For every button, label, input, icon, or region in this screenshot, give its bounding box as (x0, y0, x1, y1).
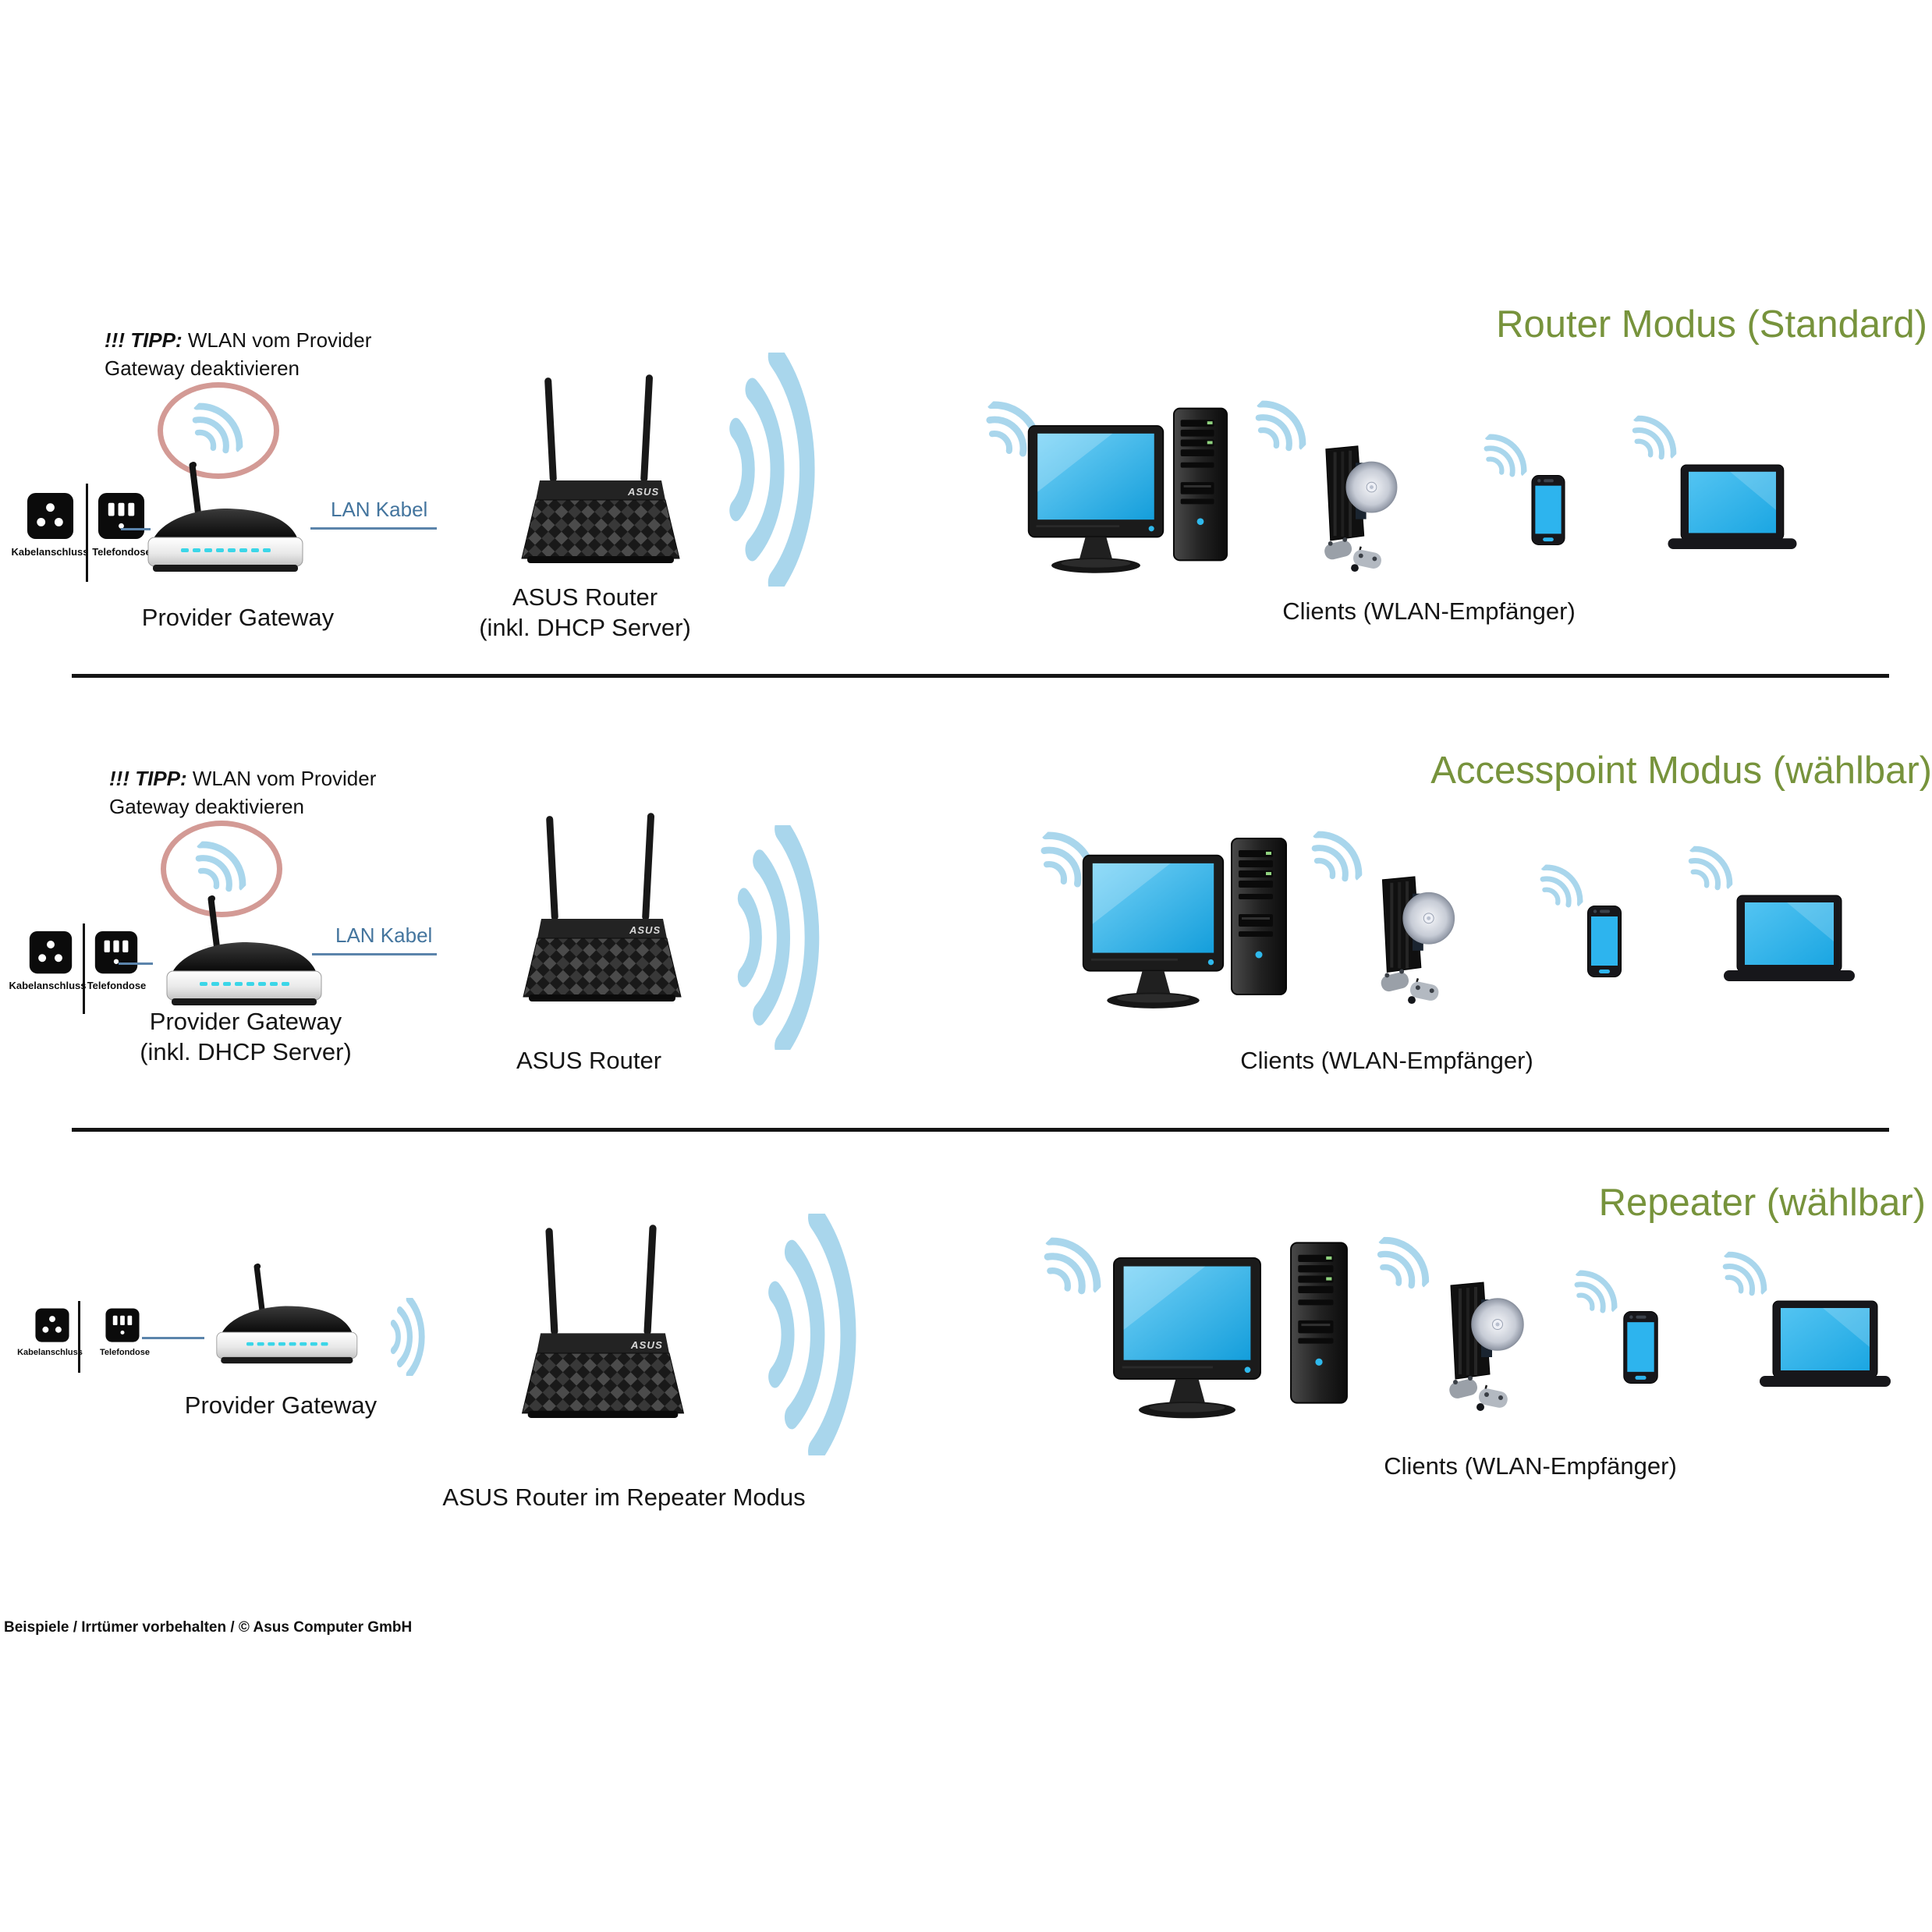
asus-router-caption-line2: (inkl. DHCP Server) (479, 614, 691, 641)
cable-socket-label: Kabelanschluss (11, 546, 89, 558)
wifi-signal-icon (1023, 1216, 1122, 1315)
section-divider (72, 674, 1889, 678)
asus-router-image (509, 1223, 697, 1420)
wifi-broadcast-icon (743, 1214, 887, 1455)
socket-divider-line (83, 923, 85, 1014)
phone-socket-icon (105, 1307, 140, 1343)
desktop-monitor-icon (1081, 852, 1225, 1017)
lan-cable-line (310, 527, 437, 530)
tip-rest-text: WLAN vom Provider (182, 328, 372, 352)
tip-bold-text: !!! TIPP: (109, 767, 187, 790)
asus-router-caption: ASUS Router (inkl. DHCP Server) (468, 582, 702, 643)
wifi-signal-icon (173, 384, 261, 472)
provider-gateway-image (148, 894, 337, 1016)
gateway-caption-line2: (inkl. DHCP Server) (140, 1038, 352, 1065)
socket-divider-line (78, 1301, 80, 1373)
cable-socket-label: Kabelanschluss (17, 1348, 83, 1357)
tip-line2-text: Gateway deaktivieren (105, 356, 300, 380)
asus-router-image (510, 811, 694, 1003)
game-console-icon (1307, 440, 1401, 573)
laptop-icon (1666, 463, 1799, 551)
phone-socket-label: Telefondose (87, 980, 147, 991)
gateway-caption-line1: Provider Gateway (149, 1008, 342, 1035)
pc-tower-icon (1289, 1240, 1349, 1406)
asus-router-caption-line1: ASUS Router (512, 583, 658, 611)
gateway-caption: Provider Gateway (156, 1390, 406, 1420)
socket-cable-line (119, 962, 153, 965)
clients-caption: Clients (WLAN-Empfänger) (1192, 1045, 1582, 1076)
asus-router-caption: ASUS Router (484, 1045, 694, 1076)
phone-socket-label: Telefondose (92, 546, 151, 558)
desktop-monitor-icon (1111, 1256, 1264, 1426)
clients-caption: Clients (WLAN-Empfänger) (1335, 1451, 1725, 1481)
disable-wlan-oval (158, 382, 279, 479)
clients-caption-text: Clients (WLAN-Empfänger) (1240, 1047, 1533, 1074)
pc-tower-icon (1172, 406, 1229, 563)
gateway-caption-line1: Provider Gateway (184, 1391, 378, 1419)
cable-socket-label: Kabelanschluss (9, 980, 87, 991)
wifi-broadcast-icon (704, 353, 845, 587)
cable-socket-icon (26, 491, 75, 541)
pc-tower-icon (1229, 836, 1289, 997)
smartphone-icon (1530, 474, 1566, 546)
smartphone-icon (1622, 1310, 1659, 1384)
gateway-caption: Provider Gateway (inkl. DHCP Server) (117, 1006, 374, 1067)
disable-wlan-oval (161, 821, 282, 917)
cable-socket-icon (34, 1307, 70, 1343)
provider-gateway-image (200, 1262, 371, 1373)
cable-socket-icon (28, 930, 73, 975)
laptop-icon (1758, 1299, 1892, 1388)
gateway-caption-line1: Provider Gateway (141, 604, 335, 631)
section-title: Repeater (wählbar) (1598, 1182, 1926, 1224)
socket-divider-line (86, 484, 88, 582)
asus-router-image (509, 373, 693, 565)
smartphone-icon (1586, 905, 1622, 978)
game-console-icon (1363, 870, 1459, 1005)
section-title: Accesspoint Modus (wählbar) (1430, 750, 1932, 792)
wifi-broadcast-icon (381, 1298, 437, 1376)
tip-bold-text: !!! TIPP: (105, 328, 183, 352)
section-divider (72, 1128, 1889, 1132)
phone-socket-icon (94, 930, 139, 975)
section-title: Router Modus (Standard) (1496, 303, 1927, 346)
asus-router-caption-line1: ASUS Router (516, 1047, 662, 1074)
socket-cable-line (142, 1337, 204, 1339)
asus-router-caption: ASUS Router im Repeater Modus (429, 1482, 819, 1512)
asus-router-caption-line1: ASUS Router im Repeater Modus (442, 1484, 806, 1511)
lan-cable-label: LAN Kabel (331, 498, 428, 521)
lan-cable-line (312, 953, 437, 955)
game-console-icon (1432, 1276, 1527, 1412)
socket-cable-line (121, 528, 151, 530)
phone-socket-label: Telefondose (100, 1348, 150, 1357)
laptop-icon (1722, 894, 1856, 983)
provider-gateway-image (129, 460, 318, 582)
desktop-monitor-icon (1026, 421, 1165, 583)
tip-rest-text: WLAN vom Provider (186, 767, 377, 790)
tip-line2-text: Gateway deaktivieren (109, 795, 305, 818)
page-footer: Beispiele / Irrtümer vorbehalten / © Asu… (4, 1619, 413, 1636)
clients-caption-text: Clients (WLAN-Empfänger) (1282, 597, 1576, 625)
wifi-broadcast-icon (714, 825, 848, 1050)
clients-caption-text: Clients (WLAN-Empfänger) (1384, 1452, 1677, 1480)
clients-caption: Clients (WLAN-Empfänger) (1234, 596, 1624, 626)
lan-cable-label: LAN Kabel (335, 923, 433, 947)
gateway-caption: Provider Gateway (117, 602, 359, 633)
